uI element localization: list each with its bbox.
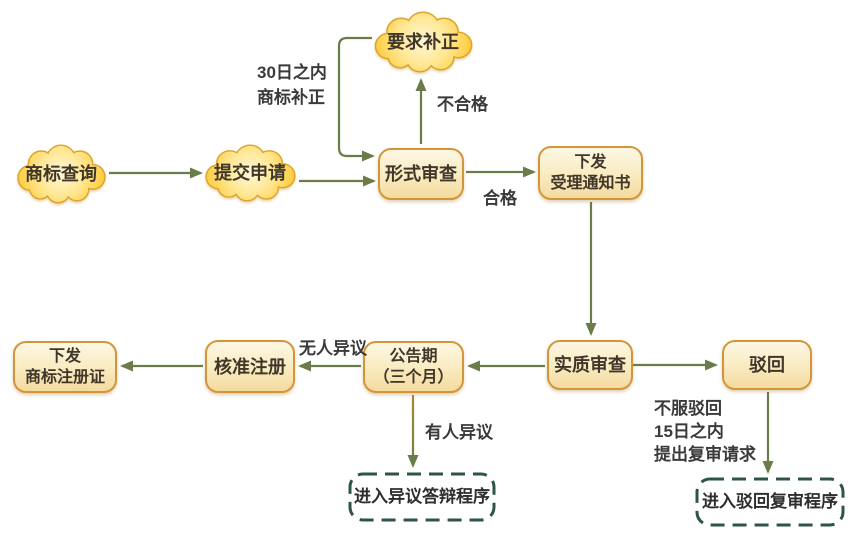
node-acceptance-notice: 下发 受理通知书 [538,146,643,200]
node-rejection-review-procedure: 进入驳回复审程序 [695,477,845,527]
edge-label-line: 商标补正 [257,88,325,107]
node-label: 核准注册 [214,356,286,377]
edge-label-line: 不服驳回 [654,399,722,418]
node-objection-defense-procedure: 进入异议答辩程序 [348,472,496,522]
node-label-line1: 下发 [48,348,81,365]
node-label-line2: 受理通知书 [550,175,631,192]
node-label: 商标查询 [25,164,97,184]
node-label: 进入异议答辩程序 [354,487,490,506]
node-label-line2: （三个月） [373,369,454,386]
connector-correction-formal-loop [337,36,375,162]
edge-label-correction-note: 30日之内 商标补正 [257,60,327,110]
node-substantive-examination: 实质审查 [547,340,633,390]
node-label-line1: 公告期 [389,348,438,365]
node-label: 驳回 [749,355,785,375]
edge-label-line: 15日之内 [654,422,724,441]
node-label: 提交申请 [214,163,286,183]
node-submit-application: 提交申请 [202,144,298,202]
dashed-border-shape [695,477,845,527]
node-label-line2: 商标注册证 [24,369,105,386]
node-rejection: 驳回 [722,340,812,390]
node-approve-registration: 核准注册 [205,340,295,393]
edge-label-review-note: 不服驳回 15日之内 提出复审请求 [654,397,756,466]
dashed-border-shape [348,472,496,522]
edge-label-has-objection: 有人异议 [425,423,493,442]
edge-label-no-objection: 无人异议 [299,339,367,358]
node-trademark-search: 商标查询 [14,144,108,204]
node-announcement-period: 公告期 （三个月） [363,341,464,393]
node-label: 实质审查 [554,355,626,375]
edge-label-line: 提出复审请求 [654,445,756,464]
node-request-correction: 要求补正 [371,11,475,73]
node-label-line1: 下发 [574,154,607,171]
node-label: 进入驳回复审程序 [702,492,838,511]
node-formal-examination: 形式审查 [378,148,464,200]
edge-label-unqualified: 不合格 [437,95,488,114]
edge-label-qualified: 合格 [483,189,517,208]
edge-label-line: 30日之内 [257,63,327,82]
node-label: 形式审查 [385,164,457,184]
node-label: 要求补正 [387,32,459,52]
node-registration-certificate: 下发 商标注册证 [13,341,117,393]
